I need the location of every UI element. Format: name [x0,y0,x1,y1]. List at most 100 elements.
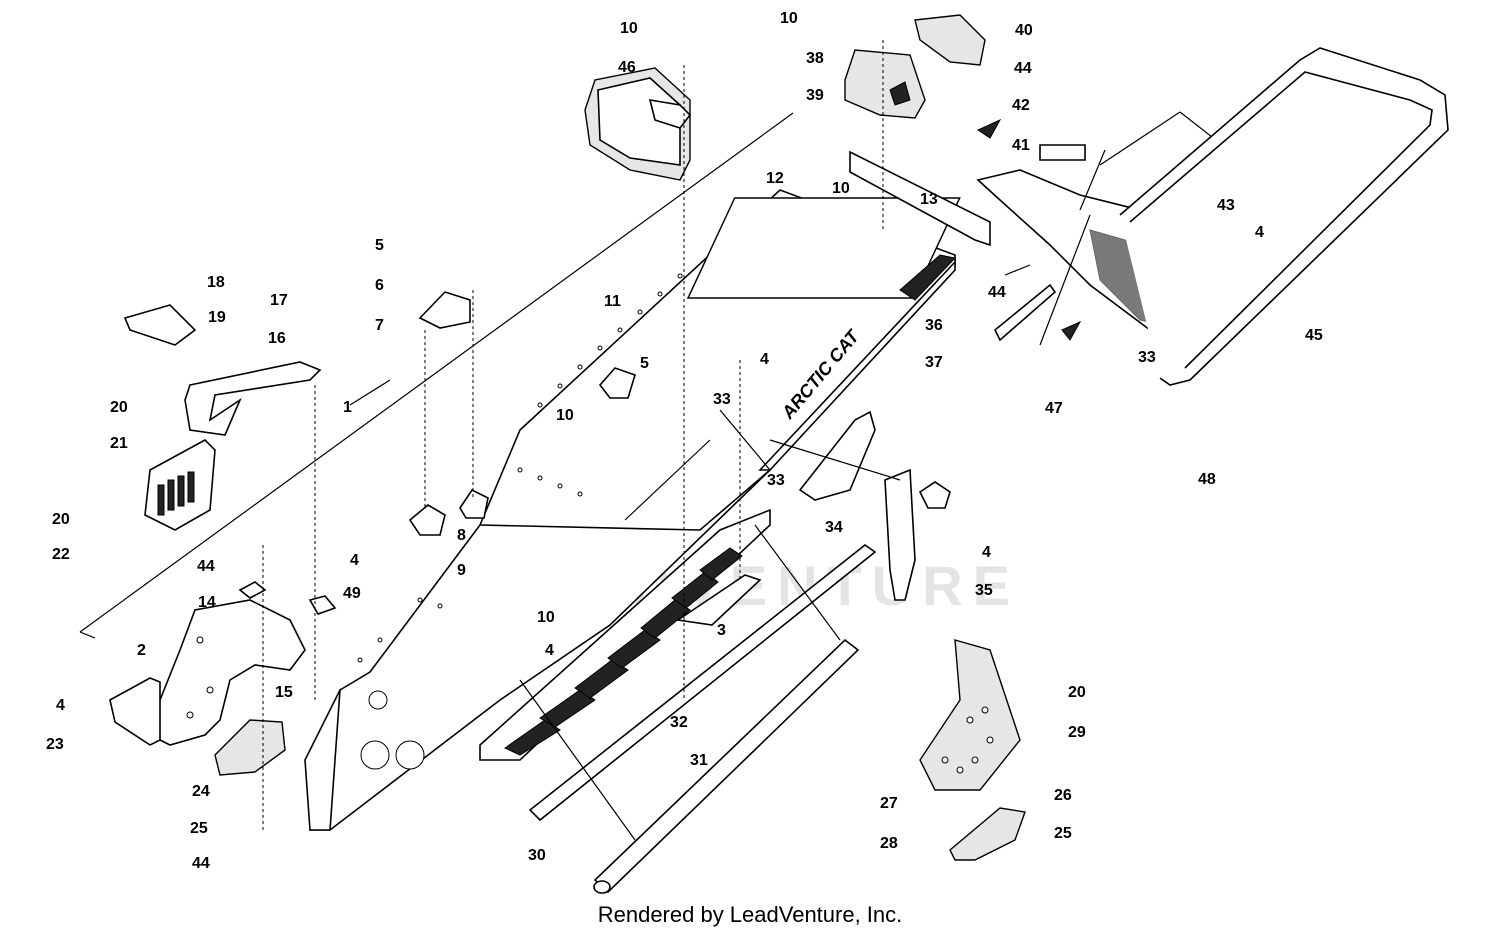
rear-bumper-45 [1119,47,1449,386]
plate-8 [408,504,446,536]
callout-44a: 44 [1014,60,1032,77]
callout-6: 6 [375,277,384,294]
callout-10a: 10 [620,20,638,37]
callout-39: 39 [806,87,824,104]
tunnel-decal-36 [899,254,956,301]
callout-14: 14 [198,594,216,611]
callout-19: 19 [208,309,226,326]
plate-4 [918,481,951,509]
callout-25b: 25 [1054,825,1072,842]
callout-49: 49 [343,585,361,602]
plate-9 [459,488,489,519]
callout-4c: 4 [545,642,554,659]
callout-37: 37 [925,354,943,371]
callout-29: 29 [1068,724,1086,741]
dashed-assembly-lines [262,40,884,830]
callout-46: 46 [618,59,636,76]
callout-4d: 4 [760,351,769,368]
cover-18 [123,304,197,346]
callout-5b: 5 [640,355,649,372]
callout-44d: 44 [192,855,210,872]
callout-34: 34 [825,519,843,536]
credit-footer: Rendered by LeadVenture, Inc. [597,902,903,927]
plate-7 [418,291,471,329]
footrest-27 [919,639,1021,791]
decal-42 [1039,144,1086,161]
callout-23: 23 [46,736,64,753]
callout-17: 17 [270,292,288,309]
callout-40: 40 [1015,22,1033,39]
callout-22: 22 [52,546,70,563]
callout-31: 31 [690,752,708,769]
callout-33c: 33 [1138,349,1156,366]
tunnel-decal-37 [758,259,956,471]
cover-40 [914,14,986,66]
bracket-14 [238,581,267,599]
rail-44-piece [993,283,1057,342]
seat-46 [584,67,692,181]
callout-42: 42 [1012,97,1030,114]
callout-43: 43 [1217,197,1235,214]
callout-15: 15 [275,684,293,701]
callout-45: 45 [1305,327,1323,344]
callout-33a: 33 [713,391,731,408]
callout-8: 8 [457,527,466,544]
plate-49 [308,595,337,615]
callout-25a: 25 [190,820,208,837]
callout-24: 24 [192,783,210,800]
callout-4f: 4 [1255,224,1264,241]
callout-11: 11 [604,293,621,310]
callout-38: 38 [806,50,824,67]
plate-24 [214,719,286,776]
callout-41: 41 [1012,137,1030,154]
bracket-23 [109,677,161,746]
callout-2: 2 [137,642,146,659]
callout-48: 48 [1198,471,1216,488]
callout-10c: 10 [556,407,574,424]
callout-16: 16 [268,330,286,347]
tunnel-chassis: ARCTIC CAT [304,189,961,831]
callout-10e: 10 [832,180,850,197]
callout-35: 35 [975,582,993,599]
callout-10b: 10 [780,10,798,27]
callout-4b: 4 [350,552,359,569]
callout-20b: 20 [52,511,70,528]
callout-21: 21 [110,435,128,452]
bracket-39 [844,49,926,119]
callout-4a: 4 [56,697,65,714]
callout-7: 7 [375,317,384,334]
callout-20a: 20 [110,399,128,416]
callout-10d: 10 [537,609,555,626]
guard-21 [144,439,216,531]
callout-28: 28 [880,835,898,852]
bracket-34 [798,410,876,501]
rail-32 [528,544,877,822]
rail-13 [849,150,991,247]
callout-36: 36 [925,317,943,334]
callout-26: 26 [1054,787,1072,804]
bracket-3 [675,574,762,626]
callout-12: 12 [766,170,784,187]
plate-5 [598,367,636,399]
callout-27: 27 [880,795,898,812]
callout-30: 30 [528,847,546,864]
callout-18: 18 [207,274,225,291]
callout-44b: 44 [988,284,1006,301]
callout-1: 1 [343,399,352,416]
callout-9: 9 [457,562,466,579]
tunnel-rivets [357,273,683,663]
callout-13: 13 [920,191,938,208]
plate-26 [949,807,1026,861]
callout-4e: 4 [982,544,991,561]
strap-35 [884,468,916,601]
callout-32: 32 [670,714,688,731]
bracket-16 [184,361,322,436]
tube-31 [593,638,860,894]
callout-47: 47 [1045,400,1063,417]
callout-5a: 5 [375,237,384,254]
callout-labels: 1234444445567891010101010111213141516171… [46,10,1323,872]
callout-44c: 44 [197,558,215,575]
callout-3: 3 [717,622,726,639]
leader-lines [349,149,1106,841]
